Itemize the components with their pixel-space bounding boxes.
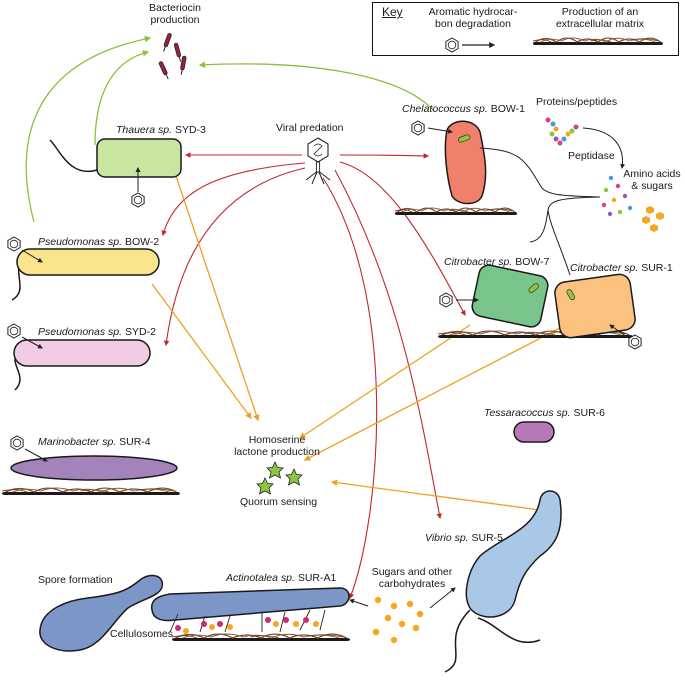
actinotalea-cell	[150, 587, 351, 642]
pseudomonas-bow2-benzene-icon	[7, 236, 21, 252]
marinobacter-benzene-icon	[10, 435, 24, 451]
citrobacter-sur1-benzene-icon	[628, 334, 642, 350]
spore-cell	[39, 574, 164, 652]
bacteriocin-label: Bacteriocin production	[149, 2, 201, 26]
tessaracoccus-cell	[513, 421, 555, 443]
bacteriophage-icon	[305, 137, 331, 185]
cellulosomes-label: Cellulosomes	[110, 628, 174, 640]
quorum-sensing-label: Quorum sensing	[240, 496, 318, 508]
marinobacter-label: Marinobacter sp. SUR-4	[38, 436, 151, 448]
vibrio-cell	[444, 490, 562, 673]
peptidase-label: Peptidase	[568, 150, 615, 162]
chelatococcus-benzene-icon	[411, 120, 425, 136]
homoserine-label: Homoserine lactone production	[234, 434, 320, 458]
pseudomonas-bow2-label: Pseudomonas sp. BOW-2	[38, 236, 160, 248]
viral-predation-label: Viral predation	[276, 122, 344, 134]
cellulosome-dots	[175, 617, 319, 634]
quorum-stars-icon	[256, 461, 303, 495]
citrobacter-cells	[436, 264, 636, 340]
key-matrix-label: Production of an extracellular matrix	[555, 6, 645, 30]
tessaracoccus-label: Tessaracoccus sp. SUR-6	[484, 407, 606, 419]
thauera-label: Thauera sp. SYD-3	[116, 124, 206, 136]
pseudomonas-syd2-benzene-icon	[7, 323, 21, 339]
proteins-label: Proteins/peptides	[536, 96, 618, 108]
bacteriocin-icon	[158, 33, 187, 80]
amino-acids-label: Amino acids & sugars	[623, 168, 681, 192]
protein-chain-icon	[545, 117, 579, 146]
amino-acid-dots	[601, 175, 664, 232]
citrobacter-bow7-benzene-icon	[439, 292, 453, 308]
key-box	[372, 2, 679, 56]
key-aromatic-label: Aromatic hydrocar- bon degradation	[428, 6, 518, 30]
sugar-dots	[372, 596, 424, 644]
spore-formation-label: Spore formation	[38, 574, 113, 586]
pseudomonas-syd2-label: Pseudomonas sp. SYD-2	[38, 326, 156, 338]
citrobacter-sur1-label: Citrobacter sp. SUR-1	[570, 262, 673, 274]
actinotalea-label: Actinotalea sp. SUR-A1	[226, 572, 337, 584]
pseudomonas-bow2-cell	[11, 248, 160, 301]
chelatococcus-label: Chelatococcus sp. BOW-1	[402, 103, 525, 115]
thauera-benzene-icon	[131, 192, 145, 208]
quorum-arrows	[151, 175, 561, 511]
bacteriocin-arrows	[25, 35, 436, 223]
pseudomonas-syd2-cell	[13, 339, 151, 391]
viral-predation-arrows	[161, 152, 466, 600]
vibrio-label: Vibrio sp. SUR-5	[425, 532, 504, 544]
thauera-cell	[49, 138, 182, 178]
citrobacter-bow7-label: Citrobacter sp. BOW-7	[444, 256, 550, 268]
chelatococcus-cell	[394, 120, 518, 216]
marinobacter-cell	[1, 455, 181, 496]
sugars-label: Sugars and other carbohydrates	[371, 566, 453, 590]
key-title: Key	[382, 5, 403, 19]
